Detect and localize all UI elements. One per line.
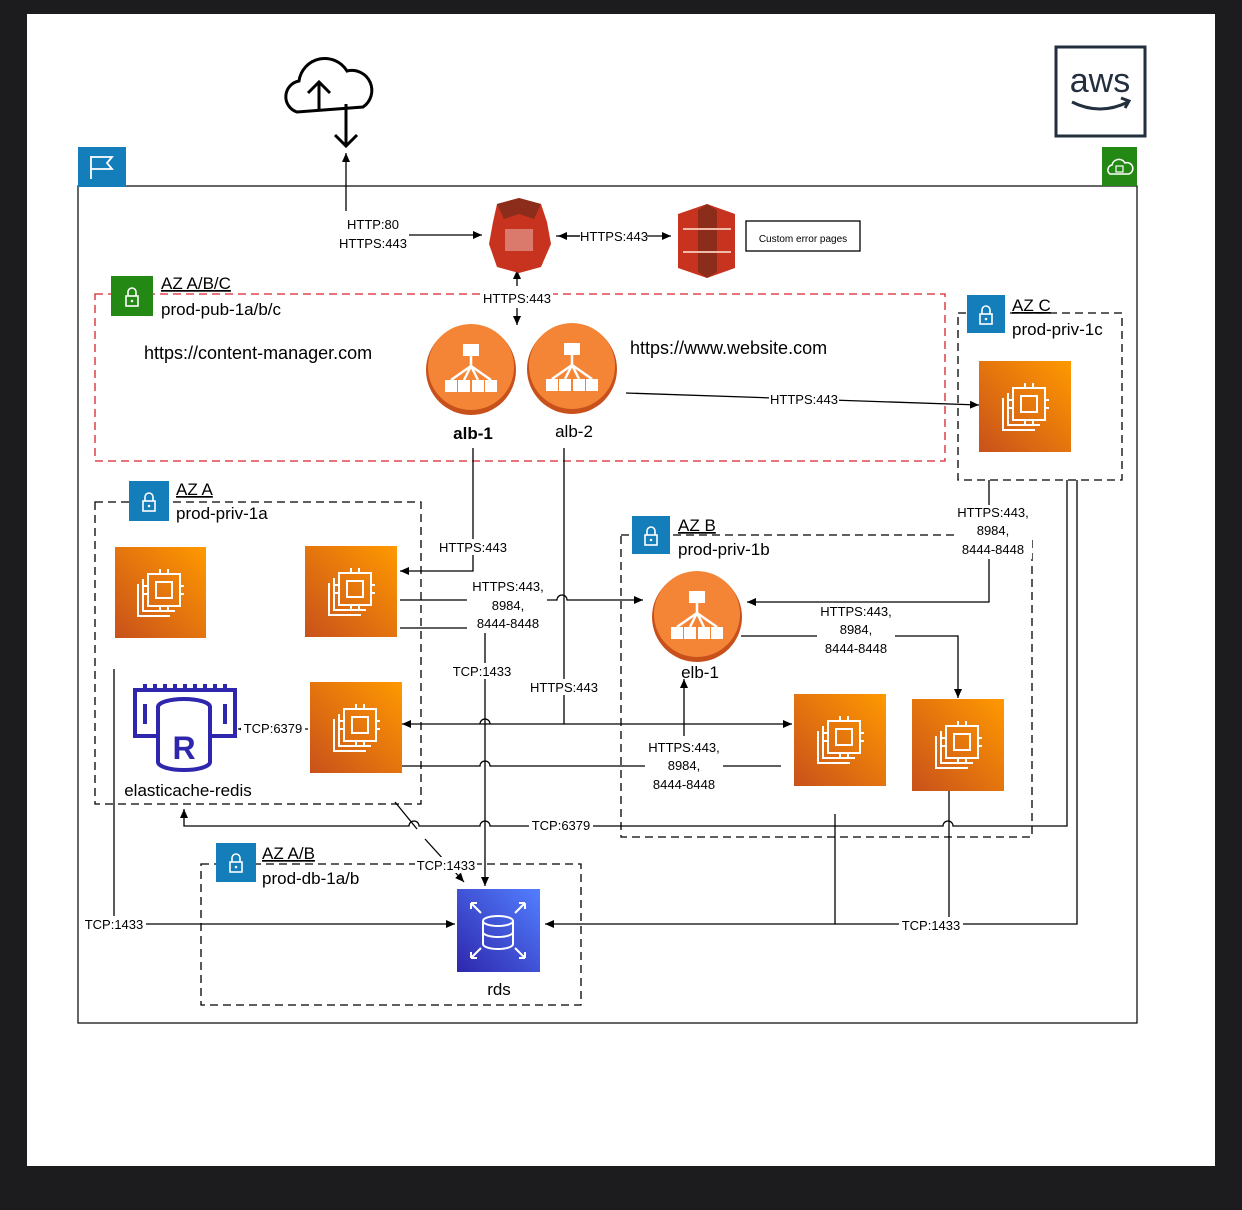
label-http-80: HTTP:80: [347, 217, 399, 232]
private-subnet-1b-lock-icon: [632, 516, 670, 554]
aws-logo: aws: [1054, 45, 1147, 138]
ec2-instance-1a-top: [305, 546, 397, 637]
label-https-443-alb2-ec2: HTTPS:443: [770, 392, 838, 407]
aws-cloud-boundary: [77, 185, 1138, 1024]
connectors: [113, 153, 1078, 924]
vpc-cloud-icon: [1102, 147, 1137, 186]
redis-r-glyph: R: [172, 730, 195, 766]
alb-2-label: alb-2: [555, 422, 593, 441]
label-https-443-ec2-mid: HTTPS:443,: [648, 740, 720, 755]
label-tcp-6379-redis: TCP:6379: [244, 721, 303, 736]
label-https-443-entry: HTTPS:443: [339, 236, 407, 251]
label-tcp-6379-bottom: TCP:6379: [532, 818, 591, 833]
custom-error-pages-label: Custom error pages: [759, 234, 847, 245]
label-https-443-cf-alb: HTTPS:443: [483, 291, 551, 306]
region-flag-icon: [78, 147, 126, 187]
public-subnet-zone: [94, 293, 946, 462]
architecture-diagram: aws AZ A/B/C prod-pub-1a/b/c AZ A prod-p…: [77, 45, 1147, 1024]
private-subnet-1b-zone: [620, 534, 1033, 838]
internet-cloud-icon: [284, 57, 374, 149]
elasticache-redis-label: elasticache-redis: [124, 781, 252, 800]
public-subnet-name: prod-pub-1a/b/c: [161, 300, 282, 319]
rds-label: rds: [487, 980, 511, 999]
diagram-canvas: aws AZ A/B/C prod-pub-1a/b/c AZ A prod-p…: [27, 14, 1215, 1166]
db-subnet-lock-icon: [216, 843, 256, 882]
private-subnet-1a-az: AZ A: [176, 480, 214, 499]
label-https-443-alb1-ec2: HTTPS:443: [439, 540, 507, 555]
label-https-443-s3: HTTPS:443: [580, 229, 648, 244]
db-subnet-az: AZ A/B: [262, 844, 315, 863]
ec2-instance-1a-left: [115, 547, 206, 638]
private-subnet-1b-az: AZ B: [678, 516, 716, 535]
label-tcp-1433-left: TCP:1433: [85, 917, 144, 932]
private-subnet-1c-lock-icon: [967, 295, 1005, 333]
label-tcp-1433-diag: TCP:1433: [417, 858, 476, 873]
aws-logo-text: aws: [1070, 62, 1130, 100]
label-tcp-1433-ec2-rds: TCP:1433: [453, 664, 512, 679]
label-https-443-ec2-elb: HTTPS:443,: [472, 579, 544, 594]
label-8444-8448-1c-elb: 8444-8448: [962, 542, 1024, 557]
custom-error-pages-box: Custom error pages: [745, 220, 861, 252]
public-subnet-lock-icon: [111, 276, 153, 316]
private-subnet-1c-az: AZ C: [1012, 296, 1051, 315]
label-https-443-elb-ec2: HTTPS:443,: [820, 604, 892, 619]
public-subnet-az: AZ A/B/C: [161, 274, 231, 293]
url-website: https://www.website.com: [630, 338, 827, 358]
ec2-instance-1b-left: [794, 694, 886, 786]
label-8984-elb-ec2: 8984,: [840, 622, 873, 637]
ec2-instance-1b-right: [912, 699, 1004, 791]
alb-1-label: alb-1: [453, 424, 493, 443]
elb-1-label: elb-1: [681, 663, 719, 682]
private-subnet-1a-lock-icon: [129, 481, 169, 521]
elb-1-icon: [652, 571, 742, 662]
private-subnet-1a-name: prod-priv-1a: [176, 504, 268, 523]
private-subnet-1a-zone: [94, 501, 422, 805]
label-https-443-1c-elb: HTTPS:443,: [957, 505, 1029, 520]
cloudfront-icon: [489, 198, 551, 273]
label-tcp-1433-right: TCP:1433: [902, 918, 961, 933]
db-subnet-zone: [200, 863, 582, 1006]
ec2-instance-1c: [979, 361, 1071, 452]
alb-1-icon: [426, 324, 516, 415]
label-8984-ec2-elb: 8984,: [492, 598, 525, 613]
s3-bucket-icon: [678, 204, 735, 278]
ec2-instance-1a-middle: [310, 682, 402, 773]
label-8984-ec2-mid: 8984,: [668, 758, 701, 773]
rds-icon: [457, 889, 540, 972]
label-8444-8448-ec2-mid: 8444-8448: [653, 777, 715, 792]
private-subnet-1c-zone: [957, 312, 1123, 481]
alb-2-icon: [527, 323, 617, 414]
edge-labels: HTTP:80 HTTPS:443 HTTPS:443 HTTPS:443 HT…: [82, 213, 1032, 933]
db-subnet-name: prod-db-1a/b: [262, 869, 359, 888]
url-content-manager: https://content-manager.com: [144, 343, 372, 363]
elasticache-redis-icon: R: [133, 684, 237, 772]
private-subnet-1c-name: prod-priv-1c: [1012, 320, 1103, 339]
label-https-443-alb2-mid: HTTPS:443: [530, 680, 598, 695]
label-8444-8448-ec2-elb: 8444-8448: [477, 616, 539, 631]
private-subnet-1b-name: prod-priv-1b: [678, 540, 770, 559]
label-8444-8448-elb-ec2: 8444-8448: [825, 641, 887, 656]
label-8984-1c-elb: 8984,: [977, 523, 1010, 538]
